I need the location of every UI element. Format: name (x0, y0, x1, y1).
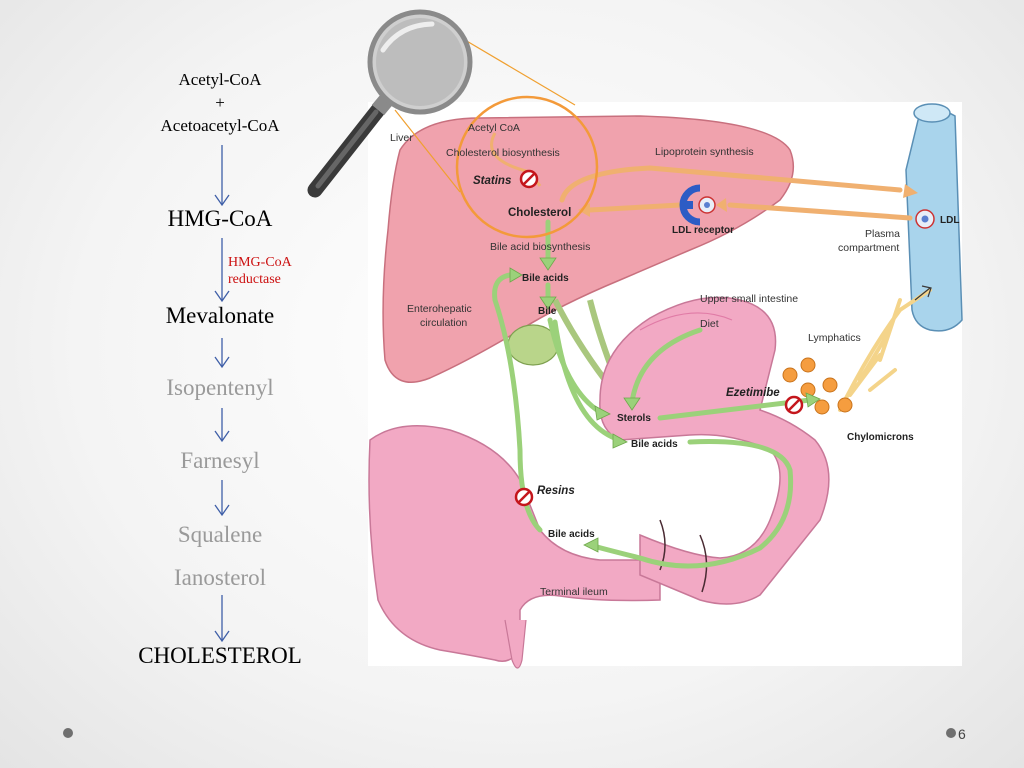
resins-inhibitor-icon (514, 487, 534, 507)
pathway-mevalonate: Mevalonate (165, 303, 275, 328)
label-chylomicrons: Chylomicrons (847, 432, 914, 443)
label-enterohepatic-line1: Enterohepatic (407, 303, 472, 315)
label-ezetimibe: Ezetimibe (726, 387, 780, 399)
label-lymphatics: Lymphatics (808, 332, 861, 344)
liver (382, 115, 795, 383)
arrow-head-5 (214, 504, 230, 517)
chylomicron-6 (800, 357, 816, 373)
pathway-step-acetyl: Acetyl-CoA + Acetoacetyl-CoA (100, 68, 340, 137)
footer-dot-right (946, 728, 956, 738)
page-number: 6 (958, 726, 966, 742)
ileum-end (504, 619, 527, 669)
label-ldl: LDL (940, 215, 959, 226)
lymph-arrow-head (921, 285, 932, 298)
arrow-head-6 (214, 630, 230, 643)
arrow-bile-to-bile-acids (552, 319, 623, 443)
pathway-ianosterol: Ianosterol (174, 565, 266, 590)
pathway-hmg-coa: HMG-CoA (167, 206, 273, 231)
stomach (368, 425, 661, 662)
arrow-bile-acids-loop (587, 439, 794, 569)
pathway-plus: + (215, 93, 225, 112)
arrow-head-lipoprotein (903, 184, 918, 198)
arrow-lipoprotein (559, 165, 903, 203)
label-bile-acids-ileum: Bile acids (548, 529, 595, 540)
chylomicrons (782, 357, 853, 415)
label-sterols: Sterols (617, 413, 651, 424)
arrow-head-4 (214, 430, 230, 443)
orange-arrow-heads (578, 184, 918, 217)
arrow-head-receptor (578, 203, 590, 217)
green-head-3 (594, 405, 611, 421)
label-terminal-ileum: Terminal ileum (540, 586, 608, 598)
label-bile-acids-intestine: Bile acids (631, 439, 678, 450)
green-head-1 (539, 257, 557, 271)
chylomicron-1 (782, 367, 798, 383)
label-cholesterol-biosynthesis: Cholesterol biosynthesis (446, 147, 560, 159)
ldl-particle-icon (915, 209, 935, 229)
lymphatics (838, 288, 932, 412)
pathway-farnesyl: Farnesyl (180, 448, 260, 473)
label-cholesterol: Cholesterol (508, 207, 571, 219)
label-diet: Diet (700, 318, 719, 330)
enzyme-label: HMG-CoA reductase (228, 254, 292, 288)
label-acetyl-coa: Acetyl CoA (468, 122, 520, 134)
arrow-receptor-to-cholesterol (587, 202, 683, 213)
label-statins: Statins (473, 175, 511, 187)
enzyme-line1: HMG-CoA (228, 255, 292, 270)
green-head-8 (509, 267, 523, 283)
inhibitor-icons (514, 169, 804, 507)
pathway-isopentenyl: Isopentenyl (166, 375, 274, 400)
green-head-2 (539, 296, 557, 310)
label-bile: Bile (538, 306, 557, 317)
enzyme-line2: reductase (228, 272, 281, 287)
arrow-diet (629, 327, 703, 405)
magnifier-icon (307, 9, 473, 198)
label-upper-small-intestine: Upper small intestine (700, 293, 798, 305)
orange-arrows (559, 165, 913, 221)
green-head-7 (583, 537, 599, 553)
arrow-head-ldl (716, 198, 727, 212)
arrow-head-3 (214, 356, 230, 369)
pathway-acetyl-coa: Acetyl-CoA (178, 70, 262, 89)
statins-inhibitor-icon (519, 169, 539, 189)
intestine-fold (639, 312, 733, 331)
label-bile-acids-liver: Bile acids (522, 273, 569, 284)
label-lipoprotein-synthesis: Lipoprotein synthesis (655, 146, 754, 158)
label-plasma-line2: compartment (838, 242, 899, 254)
arrow-ldl-to-receptor (727, 202, 913, 221)
label-resins: Resins (537, 485, 575, 497)
zoom-line-top (464, 39, 576, 106)
highlight-circle (455, 95, 599, 239)
ezetimibe-inhibitor-icon (784, 395, 804, 415)
pathway-acetoacetyl-coa: Acetoacetyl-CoA (160, 116, 280, 135)
lymph-arrow (914, 287, 931, 301)
label-ldl-receptor: LDL receptor (672, 225, 734, 236)
label-enterohepatic-line2: circulation (420, 317, 467, 329)
chylomicron-3 (822, 377, 838, 393)
diagram-labels: Liver Acetyl CoA Cholesterol biosynthesi… (390, 122, 959, 598)
green-head-6 (805, 392, 821, 408)
label-plasma-line1: Plasma (865, 228, 900, 240)
ldl-receptor-icon (679, 184, 716, 226)
vessel-opening (913, 103, 951, 123)
label-liver: Liver (390, 132, 413, 144)
arrow-head-1 (214, 194, 230, 207)
zoom-line-bottom (394, 109, 461, 193)
label-bile-acid-biosynthesis: Bile acid biosynthesis (490, 241, 590, 253)
chylomicron-4 (814, 399, 830, 415)
green-arrow-heads (509, 257, 821, 553)
chylomicron-5 (837, 397, 853, 413)
pathway-cholesterol: CHOLESTEROL (138, 643, 302, 668)
green-head-5 (623, 397, 641, 411)
footer-dot-left (63, 728, 73, 738)
pathway-squalene: Squalene (177, 522, 263, 547)
arrow-head-2 (214, 290, 230, 303)
green-head-4 (612, 433, 628, 449)
